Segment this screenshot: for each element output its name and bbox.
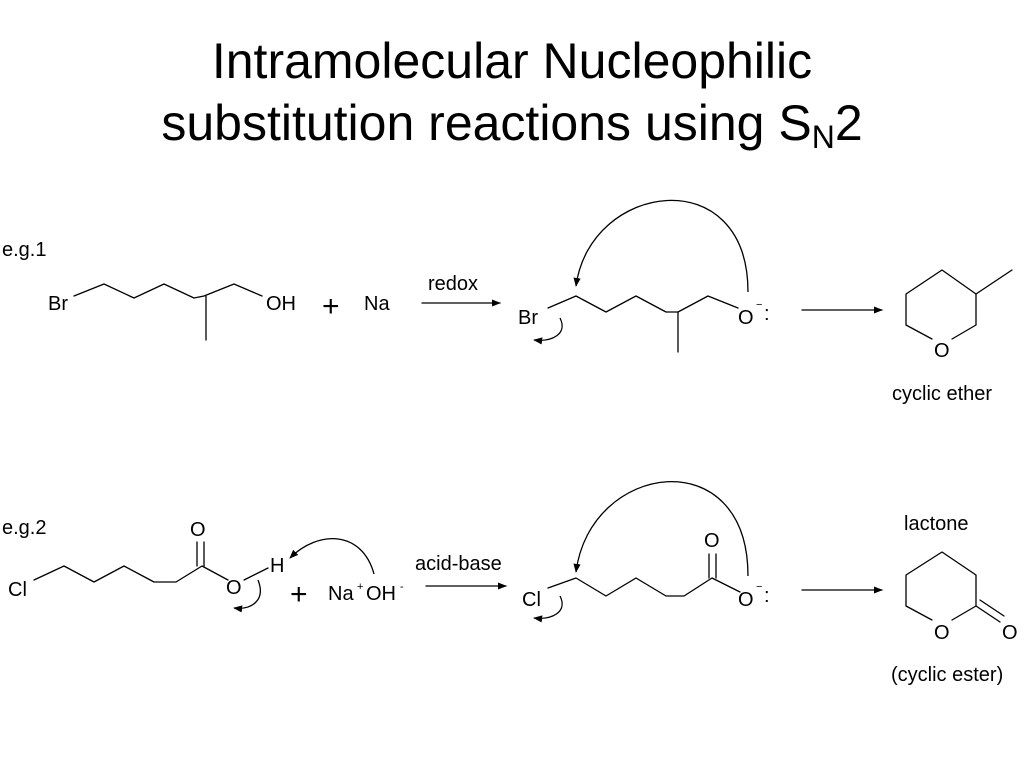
example-2-product: O O	[905, 551, 1018, 644]
example-1-product-label: cyclic ether	[892, 383, 992, 405]
example-1-intermediate-charge: −	[756, 299, 762, 311]
example-1-reactant-chain	[73, 283, 263, 299]
example-2-label: e.g.2	[2, 517, 46, 539]
example-2: e.g.2 Cl O O H + Na + OH - acid-base	[2, 480, 1018, 686]
example-2-nucleophilic-attack-arrow	[573, 480, 749, 577]
example-1-product-methyl	[975, 269, 1013, 295]
example-1-leaving-group-arrow	[533, 317, 563, 345]
example-1-reagent: Na	[364, 293, 390, 315]
example-2-reactant-oh-bond	[243, 567, 269, 581]
title-subscript: N	[811, 119, 835, 155]
example-1-product-o: O	[934, 340, 950, 362]
example-1-label: e.g.1	[2, 239, 46, 261]
example-1-intermediate-br: Br	[518, 307, 538, 329]
example-1-nucleophilic-attack-arrow	[573, 199, 749, 293]
example-1: e.g.1 Br OH + Na redox Br O − :	[2, 199, 1013, 405]
example-2-reactant-o: O	[226, 577, 242, 599]
example-1-reactant-oh: OH	[266, 293, 296, 315]
example-2-product-ring	[905, 551, 977, 621]
example-2-plus: +	[290, 578, 308, 611]
example-2-intermediate-cl: Cl	[522, 589, 541, 611]
example-2-reagent-na-charge: +	[357, 581, 363, 593]
example-2-arrow-label: acid-base	[415, 553, 502, 575]
example-2-product-top-label: lactone	[904, 513, 969, 535]
example-2-intermediate-charge: −	[756, 581, 762, 593]
example-2-product-carbonyl-2	[979, 599, 1005, 617]
example-1-reactant: Br OH	[48, 283, 296, 341]
example-1-product-ring	[905, 269, 977, 340]
example-2-leaving-group-arrow	[533, 595, 563, 623]
example-1-reactant-br: Br	[48, 293, 68, 315]
example-2-intermediate-lone-pair: :	[764, 585, 770, 607]
example-2-intermediate-carbonyl-o: O	[704, 530, 720, 552]
example-1-plus: +	[322, 290, 340, 323]
example-2-product-label: (cyclic ester)	[891, 664, 1003, 686]
example-2-intermediate-chain	[547, 577, 741, 597]
example-1-intermediate: Br O − :	[518, 199, 770, 353]
example-1-product: O	[905, 269, 1013, 362]
example-2-oh-bond-arrow	[233, 579, 261, 613]
example-2-reactant: Cl O O H	[8, 519, 375, 613]
example-1-intermediate-lone-pair: :	[764, 303, 770, 325]
example-1-intermediate-chain	[547, 295, 739, 313]
example-2-product-carbonyl	[975, 605, 1001, 623]
example-1-intermediate-o: O	[738, 307, 754, 329]
example-2-reagent-oh-charge: -	[400, 581, 404, 593]
example-2-product-carbonyl-o: O	[1002, 622, 1018, 644]
example-1-arrow-label: redox	[428, 273, 478, 295]
example-2-reagent: Na + OH -	[328, 581, 404, 605]
example-2-intermediate: Cl O O − :	[522, 480, 770, 623]
example-2-reactant-carbonyl-o: O	[190, 519, 206, 541]
title-line-1: Intramolecular Nucleophilic	[211, 33, 813, 89]
example-2-reactant-chain	[33, 565, 229, 583]
example-2-intermediate-o: O	[738, 589, 754, 611]
example-2-product-ring-o: O	[934, 622, 950, 644]
example-2-reagent-oh: OH	[366, 583, 396, 605]
slide-title: Intramolecular Nucleophilic substitution …	[0, 30, 1024, 154]
example-2-reagent-na: Na	[328, 583, 354, 605]
example-2-reactant-h: H	[270, 555, 284, 577]
example-2-reactant-cl: Cl	[8, 579, 27, 601]
example-2-deprotonation-arrow	[289, 538, 375, 575]
title-line-2-text: substitution reactions using S	[161, 95, 812, 151]
title-line-2-suffix: 2	[834, 95, 863, 151]
